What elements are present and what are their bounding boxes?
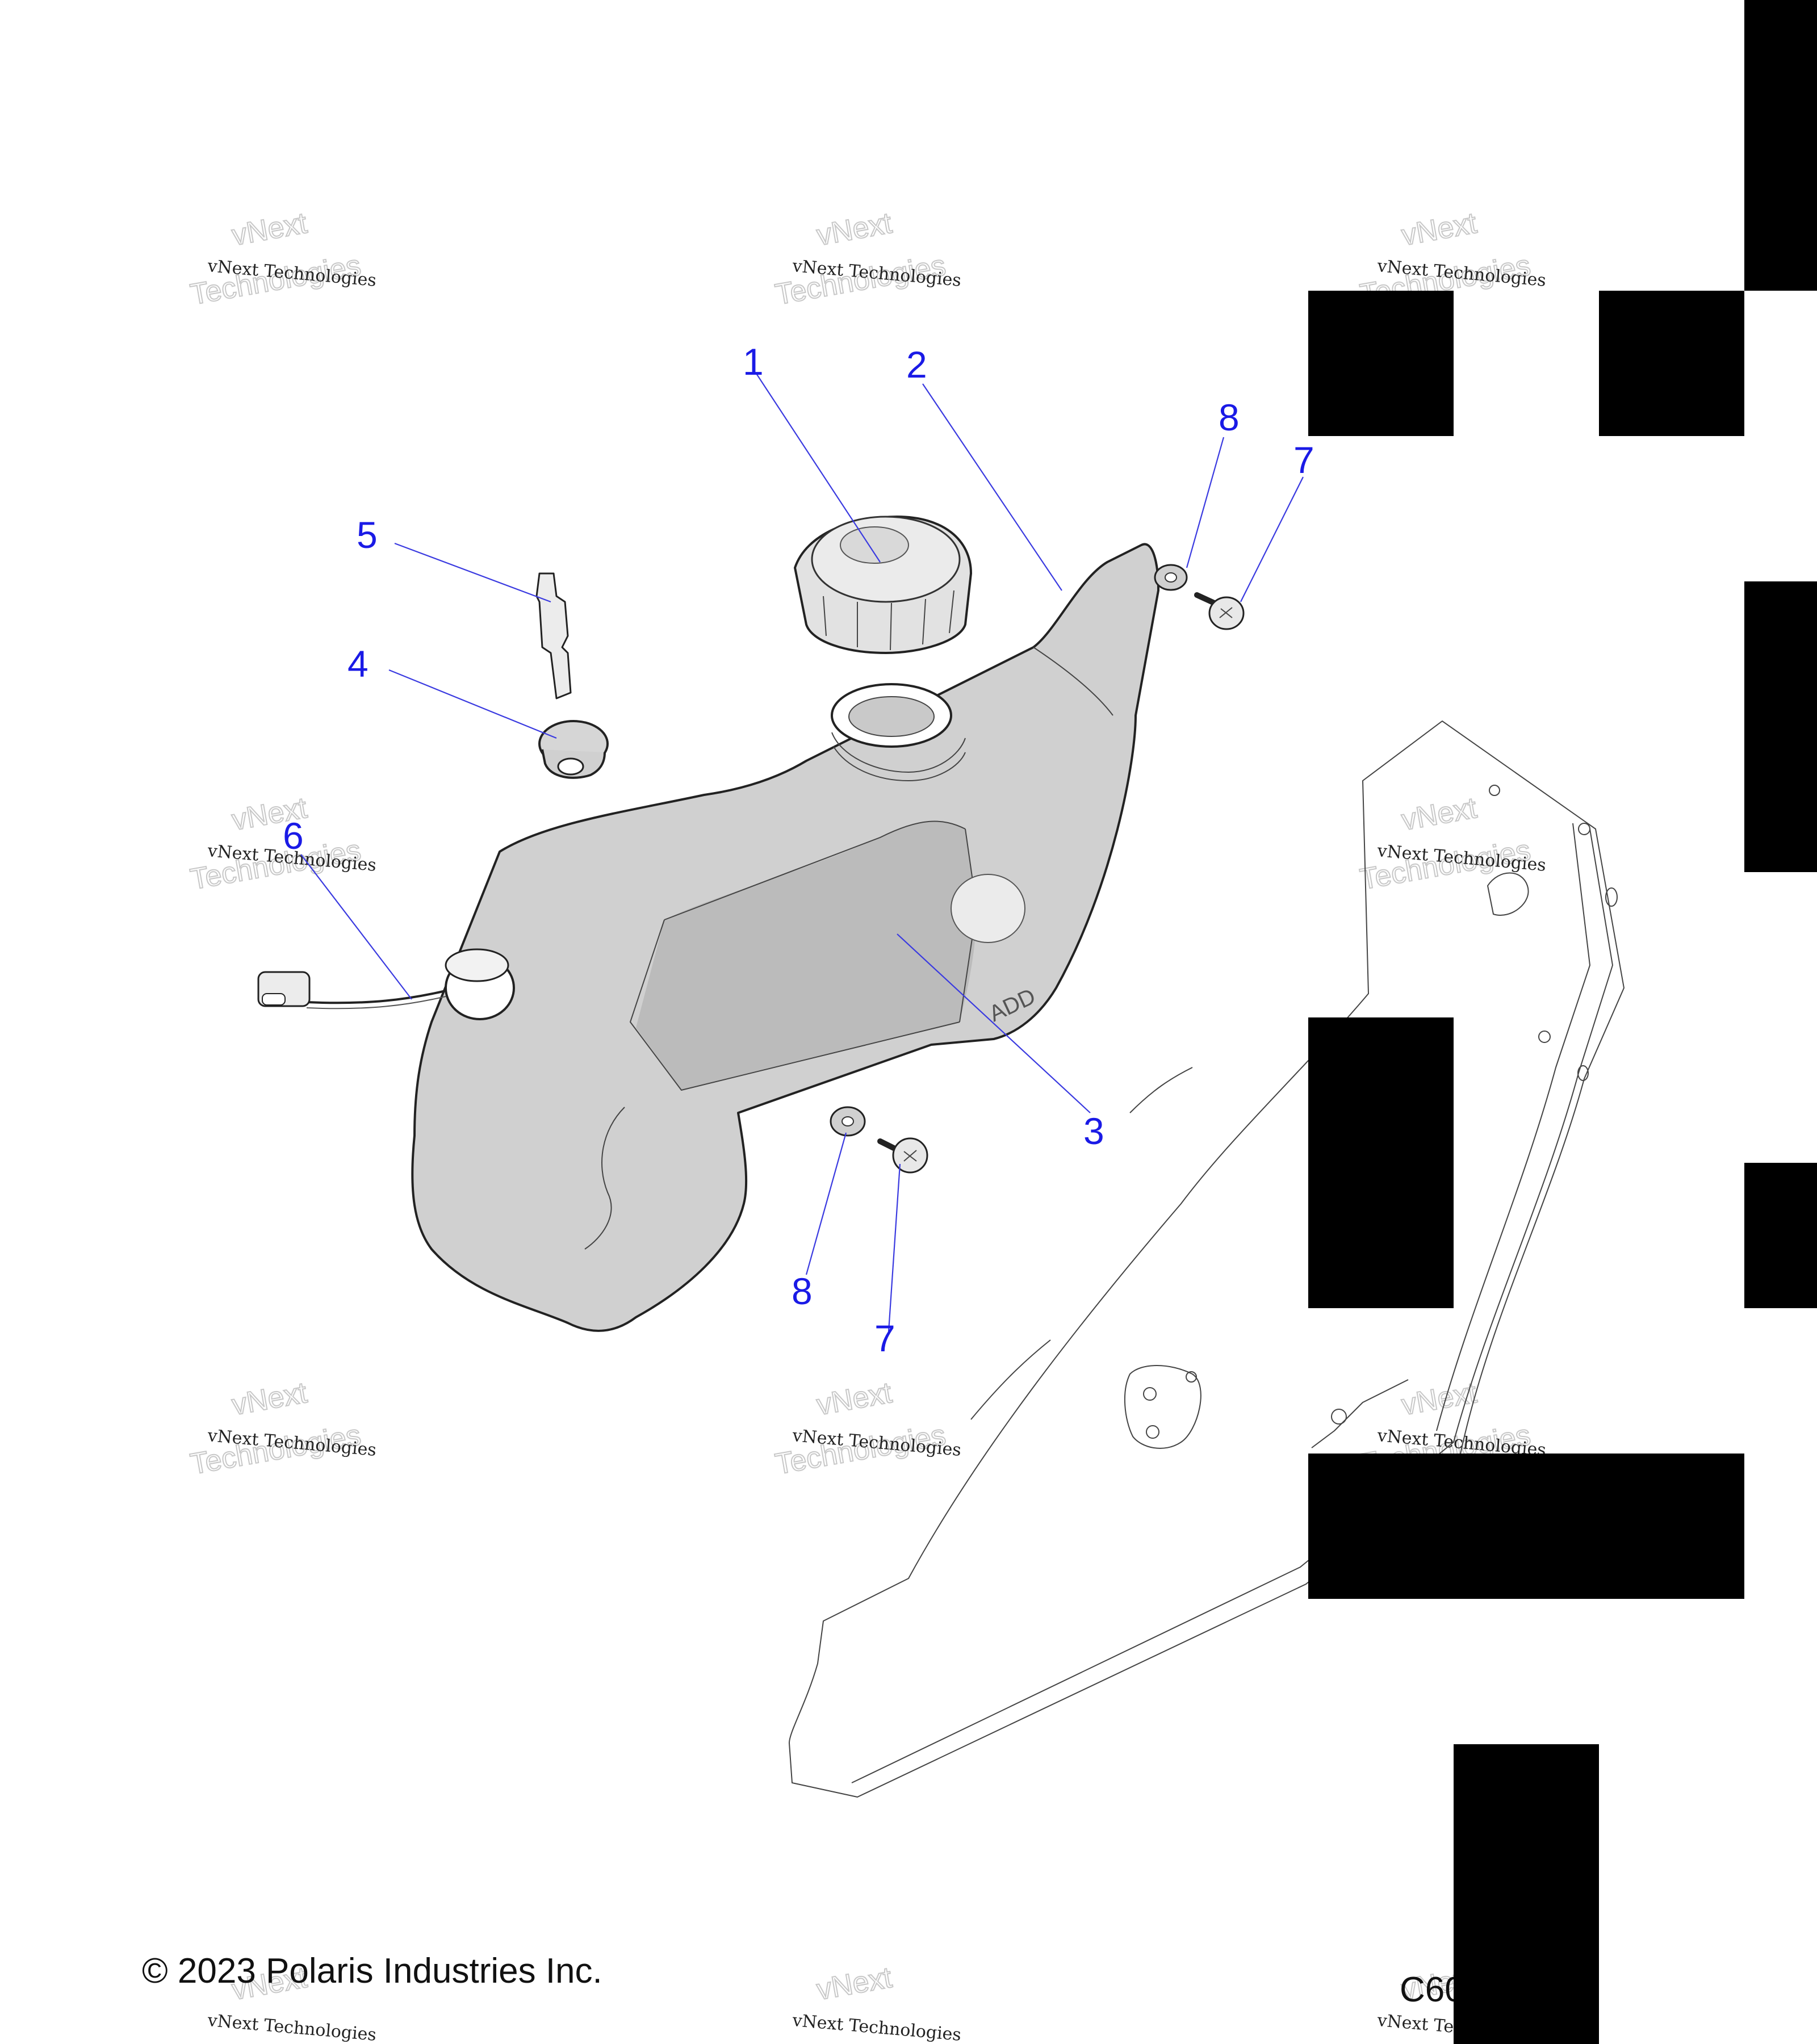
redaction-block	[1744, 581, 1817, 872]
redaction-block	[1744, 1163, 1817, 1308]
callout-7-upper: 7	[1293, 439, 1314, 481]
svg-text:vNext: vNext	[229, 207, 310, 252]
redaction-block	[1599, 291, 1744, 436]
callout-8-upper: 8	[1219, 396, 1240, 438]
svg-text:vNext: vNext	[814, 1376, 895, 1422]
watermark: vNext	[814, 1961, 895, 2007]
svg-text:vNext: vNext	[1399, 1376, 1480, 1422]
svg-text:vNext: vNext	[229, 1376, 310, 1422]
svg-text:vNext: vNext	[814, 207, 895, 252]
svg-text:vNext: vNext	[1399, 791, 1480, 837]
screw-lower	[877, 1137, 928, 1174]
watermark-text: vNext Technologies	[791, 2011, 962, 2044]
redaction-block	[1308, 1454, 1744, 1599]
level-sensor	[257, 971, 446, 1010]
callout-2: 2	[906, 344, 927, 386]
redaction-block	[1744, 0, 1817, 291]
leader-lines	[300, 373, 1304, 1332]
svg-text:vNext: vNext	[814, 1961, 895, 2007]
figure-code: C60	[1400, 1970, 1464, 2009]
watermark: vNext Technologies	[187, 206, 364, 312]
washer-upper	[1154, 564, 1188, 591]
grommet	[538, 720, 609, 779]
fitting	[535, 572, 572, 700]
washer-lower	[830, 1106, 866, 1137]
copyright-text: © 2023 Polaris Industries Inc.	[142, 1951, 602, 1991]
svg-text:vNext: vNext	[1399, 207, 1480, 252]
redaction-blocks	[1308, 0, 1817, 2044]
callout-5: 5	[357, 514, 378, 556]
reservoir-cap	[794, 516, 972, 654]
watermark: vNext Technologies	[772, 206, 949, 312]
callout-1: 1	[743, 341, 764, 383]
watermark: vNext Technologies	[187, 791, 364, 897]
mounting-bracket	[789, 721, 1625, 1798]
callout-7-lower: 7	[874, 1317, 895, 1359]
callouts: 1 2 3 4 5 6 7 7 8 8	[283, 341, 1314, 1359]
watermark: vNext Technologies	[772, 1376, 949, 1482]
callout-3: 3	[1083, 1110, 1104, 1152]
callout-8-lower: 8	[792, 1270, 813, 1312]
callout-6: 6	[283, 815, 304, 857]
coolant-reservoir: ADD	[411, 543, 1159, 1332]
redaction-block	[1454, 1744, 1599, 2044]
redaction-block	[1308, 291, 1454, 436]
callout-4: 4	[348, 643, 369, 685]
screw-upper	[1194, 592, 1245, 630]
watermark: vNext Technologies	[187, 1376, 364, 1482]
watermark-text: vNext Technologies	[206, 2011, 377, 2044]
redaction-block	[1308, 1017, 1454, 1308]
watermark: vNext Technologies	[1357, 791, 1534, 897]
